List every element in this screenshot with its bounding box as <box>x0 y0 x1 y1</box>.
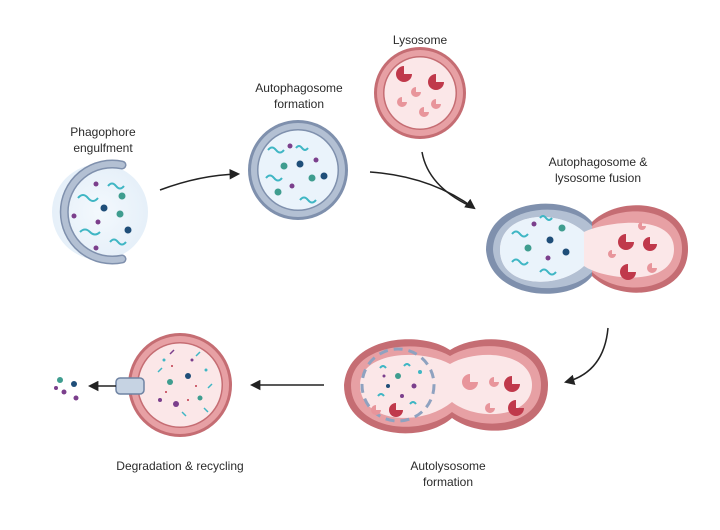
fusion-vesicle <box>486 203 688 294</box>
degraded-fragments <box>157 349 213 417</box>
degradation-vesicle <box>115 333 232 437</box>
arrow-autophagosome-to-fusion <box>369 171 476 210</box>
label-phagophore: Phagophore engulfment <box>70 125 136 155</box>
lysosome <box>374 47 466 139</box>
process-arrows <box>87 151 609 392</box>
phagophore-cargo <box>71 181 132 251</box>
transporter-channel <box>115 377 145 395</box>
released-molecules <box>54 377 79 401</box>
label-degradation: Degradation & recycling <box>116 459 244 473</box>
label-autophagosome: Autophagosome formation <box>255 81 343 111</box>
autophagosome-cargo <box>265 143 328 204</box>
autophagosome <box>248 120 348 220</box>
arrow-lysosome-to-fusion <box>421 151 471 207</box>
autolysosome-contents <box>371 363 524 417</box>
phagophore <box>52 159 148 265</box>
label-fusion: Autophagosome & lysosome fusion <box>548 155 648 185</box>
arrow-phagophore-to-autophagosome <box>159 168 241 191</box>
label-lysosome: Lysosome <box>392 33 448 47</box>
label-autolysosome: Autolysosome formation <box>410 459 486 489</box>
fusion-cargo <box>511 215 657 280</box>
lysosome-enzymes <box>396 66 444 117</box>
autolysosome <box>344 339 548 434</box>
arrow-fusion-to-autolysosome <box>563 327 609 385</box>
